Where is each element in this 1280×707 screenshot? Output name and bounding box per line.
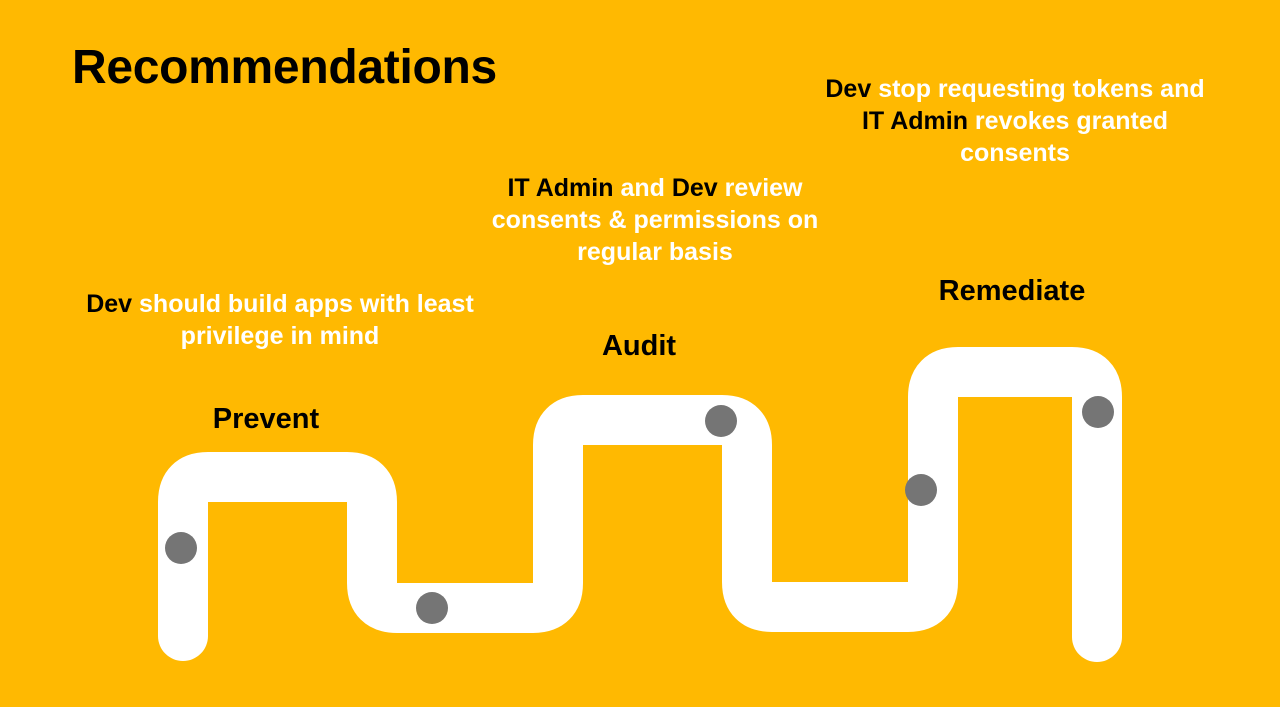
callout-role-term: Dev <box>671 174 725 202</box>
journey-path-line <box>158 347 1122 662</box>
callout-body-text: and <box>620 174 672 202</box>
path-marker-5 <box>1082 396 1114 428</box>
callout-body-text: stop requesting tokens and <box>878 75 1205 103</box>
callout-body-text: should build apps with least privilege i… <box>139 290 474 350</box>
path-marker-4 <box>905 474 937 506</box>
stage-label-remediate: Remediate <box>938 275 1086 307</box>
page-title: Recommendations <box>72 41 497 94</box>
path-marker-2 <box>416 592 448 624</box>
callout-role-term: IT Admin <box>507 174 621 202</box>
path-marker-3 <box>705 405 737 437</box>
callout-body-text: revokes granted consents <box>960 107 1169 167</box>
callout-role-term: Dev <box>86 290 140 318</box>
stage-label-audit: Audit <box>601 330 677 362</box>
callout-text-audit: IT Admin and Dev review consents & permi… <box>455 172 855 268</box>
callout-text-prevent: Dev should build apps with least privile… <box>80 288 480 352</box>
callout-body-text: review consents & permissions on regular… <box>491 174 819 266</box>
callout-role-term: Dev <box>825 75 879 103</box>
stage-label-prevent: Prevent <box>212 403 320 435</box>
callout-role-term: IT Admin <box>861 107 975 135</box>
callout-text-remediate: Dev stop requesting tokens and IT Admin … <box>815 73 1215 169</box>
path-marker-1 <box>165 532 197 564</box>
